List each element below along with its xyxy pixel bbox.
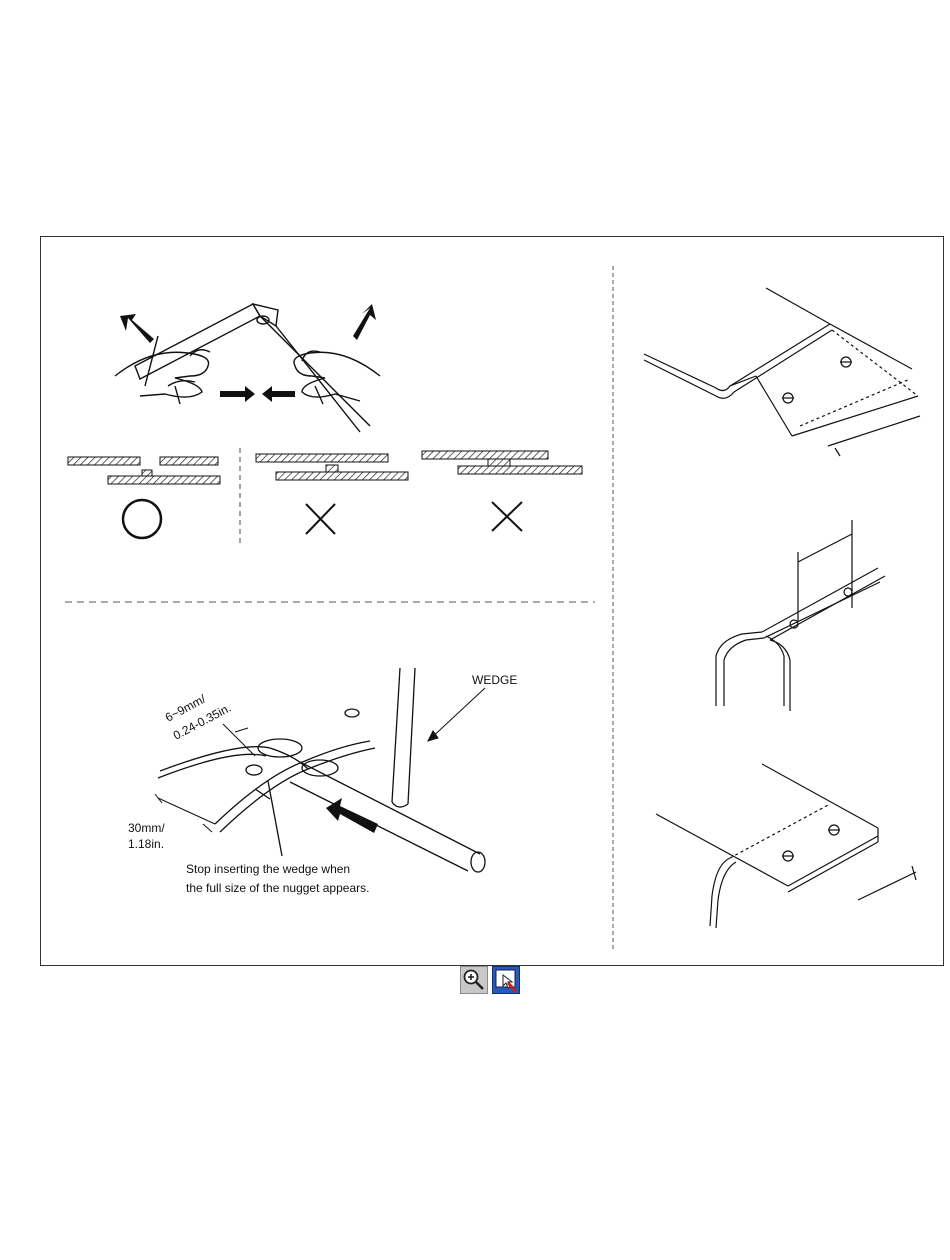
dimension-lines	[155, 724, 255, 832]
edge-joint-illustration	[656, 764, 916, 928]
wedge-illustration	[158, 668, 485, 872]
ng-symbol-2: X	[40, 236, 522, 531]
section-good	[68, 457, 220, 484]
wedge-label: WEDGE	[472, 673, 517, 687]
flange-joint-illustration	[716, 520, 885, 711]
viewer-toolbar	[460, 966, 520, 994]
zoom-in-icon	[461, 967, 487, 993]
depth-dimension-line1: 30mm/	[128, 821, 165, 835]
instruction-note-line2: the full size of the nugget appears.	[186, 881, 369, 895]
ng-symbol-1	[306, 504, 335, 534]
insert-arrow	[326, 798, 378, 833]
select-tool-icon	[493, 967, 519, 993]
hands-peel-illustration	[115, 304, 380, 432]
select-tool-button[interactable]	[492, 966, 520, 994]
depth-dimension-line2: 1.18in.	[128, 837, 164, 851]
welding-figure: O X	[40, 236, 944, 966]
section-bad-2	[422, 451, 582, 474]
section-bad-1	[256, 454, 408, 480]
wedge-pointer	[428, 688, 485, 741]
lap-joint-illustration	[644, 288, 920, 456]
instruction-note-line1: Stop inserting the wedge when	[186, 862, 350, 876]
zoom-button[interactable]	[460, 966, 488, 994]
ok-symbol: O	[40, 236, 161, 538]
